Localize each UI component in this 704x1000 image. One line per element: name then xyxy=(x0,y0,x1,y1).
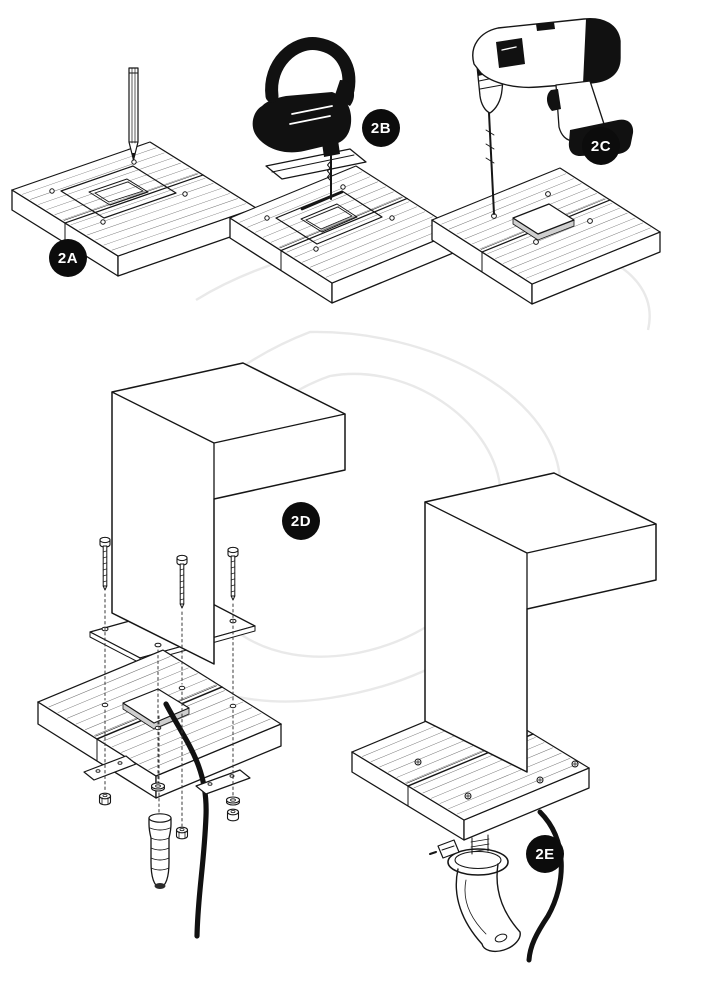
step-2a-illustration xyxy=(10,67,258,277)
step-2c-illustration xyxy=(430,18,662,305)
drill-bit xyxy=(488,112,495,215)
jigsaw-handle xyxy=(265,37,356,103)
shower-column xyxy=(111,362,346,665)
step-2e-illustration xyxy=(350,472,657,963)
step-badge-2b: 2B xyxy=(362,109,400,147)
clamp-worm-screw xyxy=(437,839,460,859)
jigsaw-icon xyxy=(252,37,367,200)
hex-nut-icon xyxy=(98,792,240,840)
saw-cut-slot xyxy=(300,190,344,211)
pilot-holes xyxy=(491,191,593,245)
backing-plate xyxy=(83,755,251,795)
step-badge-2c: 2C xyxy=(582,127,620,165)
jigsaw-shoe xyxy=(265,148,367,180)
cutout-hole xyxy=(512,203,575,241)
step-2b-illustration xyxy=(228,37,460,304)
cutout-marking xyxy=(49,159,188,225)
shower-column xyxy=(424,472,657,773)
cutout-marking xyxy=(264,184,395,252)
step-badge-2d: 2D xyxy=(282,502,320,540)
alignment-dashed-lines xyxy=(104,593,234,827)
screw-heads xyxy=(414,758,579,800)
hose xyxy=(455,863,521,953)
step-badge-2a: 2A xyxy=(49,239,87,277)
power-cable xyxy=(526,809,564,963)
blade-guide xyxy=(322,140,340,157)
drill-label xyxy=(496,38,525,68)
drill-trigger xyxy=(546,89,561,111)
pencil-icon xyxy=(128,67,139,161)
washer-icon xyxy=(150,782,241,806)
hose-clamp-icon xyxy=(429,839,509,876)
hose-connector-icon xyxy=(148,813,172,889)
speed-switch xyxy=(536,22,555,31)
power-cable xyxy=(163,701,209,939)
drill-rear-cap xyxy=(583,18,620,84)
bolt-icon xyxy=(99,536,239,609)
step-2d-illustration xyxy=(36,362,346,939)
step-badge-2e: 2E xyxy=(526,835,564,873)
